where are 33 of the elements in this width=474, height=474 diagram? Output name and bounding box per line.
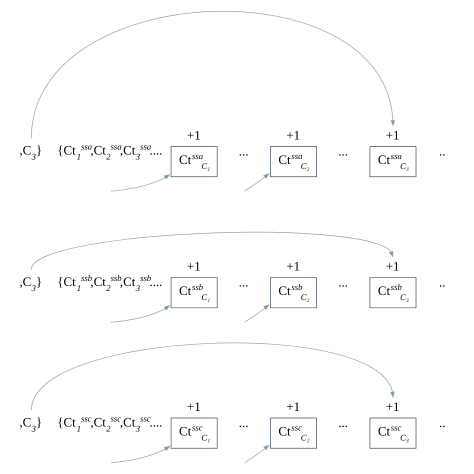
- node-label: +1: [286, 258, 300, 274]
- node-text: ,C$_{3}$}: [19, 142, 42, 162]
- node-text: ,C$_{3}$}: [19, 414, 42, 434]
- node-label: +1: [286, 399, 300, 414]
- node-label: +1: [186, 258, 201, 274]
- node-label: +1: [186, 399, 201, 414]
- node-text: ,C$_{3}$}: [19, 274, 42, 293]
- label: {Ct$_{1}$$^{ssa}$,Ct$_{2}$$^{ssa}$,Ct$_{3}$$^{ssa}$....: [57, 142, 162, 162]
- arrow: [30, 232, 394, 270]
- label: ...: [338, 143, 348, 158]
- node-label: +1: [386, 128, 400, 143]
- label: ..: [439, 414, 446, 430]
- label: ..: [439, 143, 446, 158]
- label: ...: [338, 274, 348, 290]
- node-label: +1: [386, 399, 400, 414]
- arrow: [244, 173, 270, 192]
- arrow: [110, 174, 171, 192]
- label: ...: [338, 414, 348, 430]
- label: ..: [439, 274, 446, 290]
- arrow: [30, 342, 395, 410]
- arrow: [110, 446, 171, 464]
- arrow: [30, 11, 396, 139]
- label: {Ct$_{1}$$^{ssb}$,Ct$_{2}$$^{ssb}$,Ct$_{3}$$^{ssb}$....: [57, 272, 162, 293]
- label: {Ct$_{1}$$^{ssc}$,Ct$_{2}$$^{ssc}$,Ct$_{3}$$^{ssc}$....: [57, 413, 162, 434]
- node-label: +1: [186, 128, 201, 143]
- label: ...: [238, 274, 249, 290]
- label: ...: [238, 414, 249, 430]
- node-label: +1: [286, 128, 300, 143]
- node-label: +1: [386, 258, 400, 274]
- arrow: [110, 305, 171, 323]
- label: ...: [238, 143, 249, 158]
- arrow: [244, 444, 270, 463]
- arrow: [244, 304, 270, 322]
